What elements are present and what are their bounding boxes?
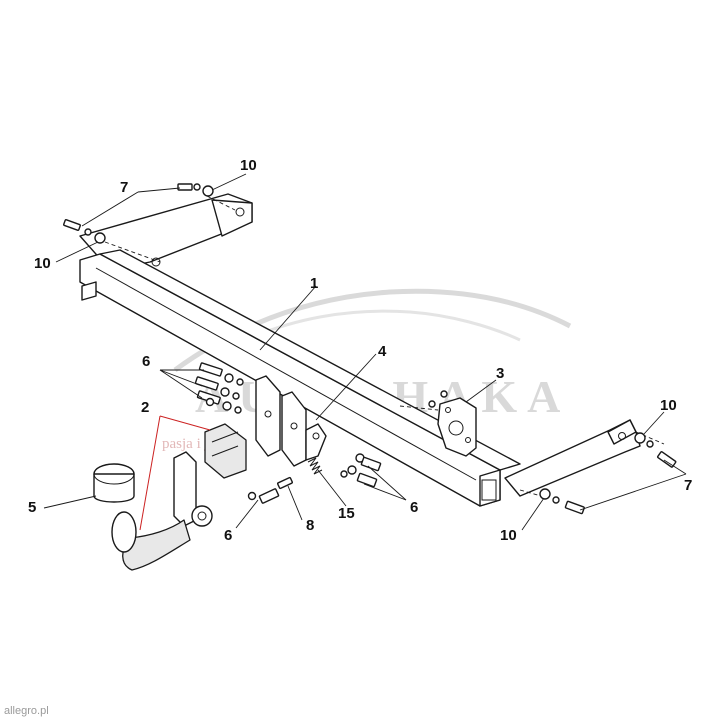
tow-ball-neck — [111, 423, 247, 571]
label-8: 8 — [306, 517, 314, 534]
label-10b: 10 — [34, 255, 51, 272]
label-6c: 6 — [410, 499, 418, 516]
right-bracket — [504, 419, 665, 499]
main-crossbar — [79, 249, 521, 507]
label-2: 2 — [141, 399, 149, 416]
bolt-group-left — [194, 362, 244, 414]
socket-plate — [399, 390, 477, 457]
tow-ball-cover — [93, 463, 135, 503]
label-7a: 7 — [120, 179, 128, 196]
callouts: 1 2 3 4 5 6 6 6 7 7 8 10 10 10 10 15 — [28, 157, 692, 544]
bolt-group-right — [340, 453, 382, 488]
label-6b: 6 — [224, 527, 232, 544]
label-1: 1 — [310, 275, 318, 292]
label-10a: 10 — [240, 157, 257, 174]
label-3: 3 — [496, 365, 504, 382]
top-left-fasteners — [63, 183, 214, 244]
label-10d: 10 — [500, 527, 517, 544]
spring — [307, 457, 323, 475]
source-credit: allegro.pl — [4, 705, 49, 717]
label-15: 15 — [338, 505, 355, 522]
center-side-plates — [255, 375, 327, 467]
right-fasteners — [539, 432, 677, 515]
leader-lines — [43, 173, 687, 531]
label-5: 5 — [28, 499, 36, 516]
lower-bolts — [247, 476, 293, 504]
label-10c: 10 — [660, 397, 677, 414]
label-4: 4 — [378, 343, 387, 360]
label-6a: 6 — [142, 353, 150, 370]
watermark-car-roof-icon — [234, 309, 521, 347]
label-7b: 7 — [684, 477, 692, 494]
